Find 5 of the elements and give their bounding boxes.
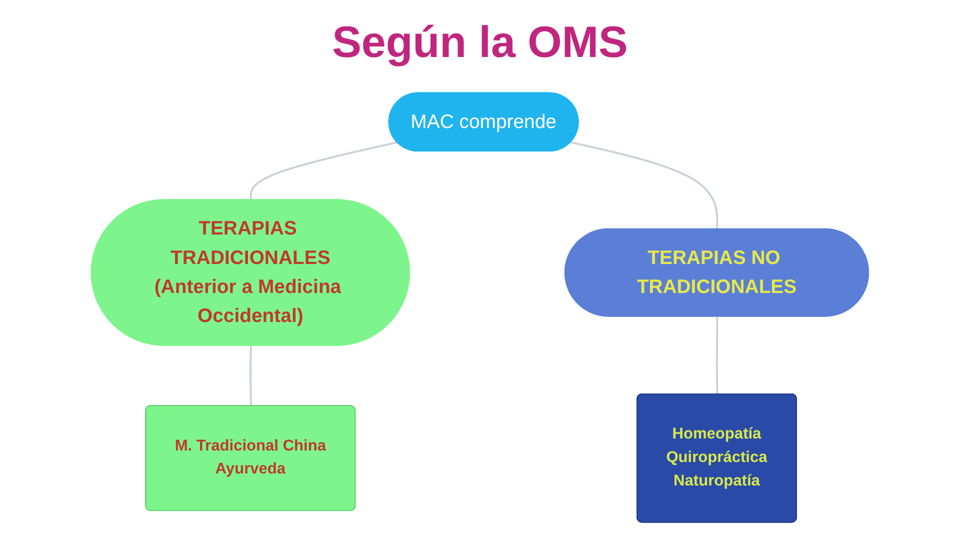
title: Según la OMS: [331, 18, 629, 68]
connector: [250, 346, 252, 406]
connector: [716, 316, 718, 394]
connector: [570, 141, 718, 230]
connector: [250, 141, 398, 200]
